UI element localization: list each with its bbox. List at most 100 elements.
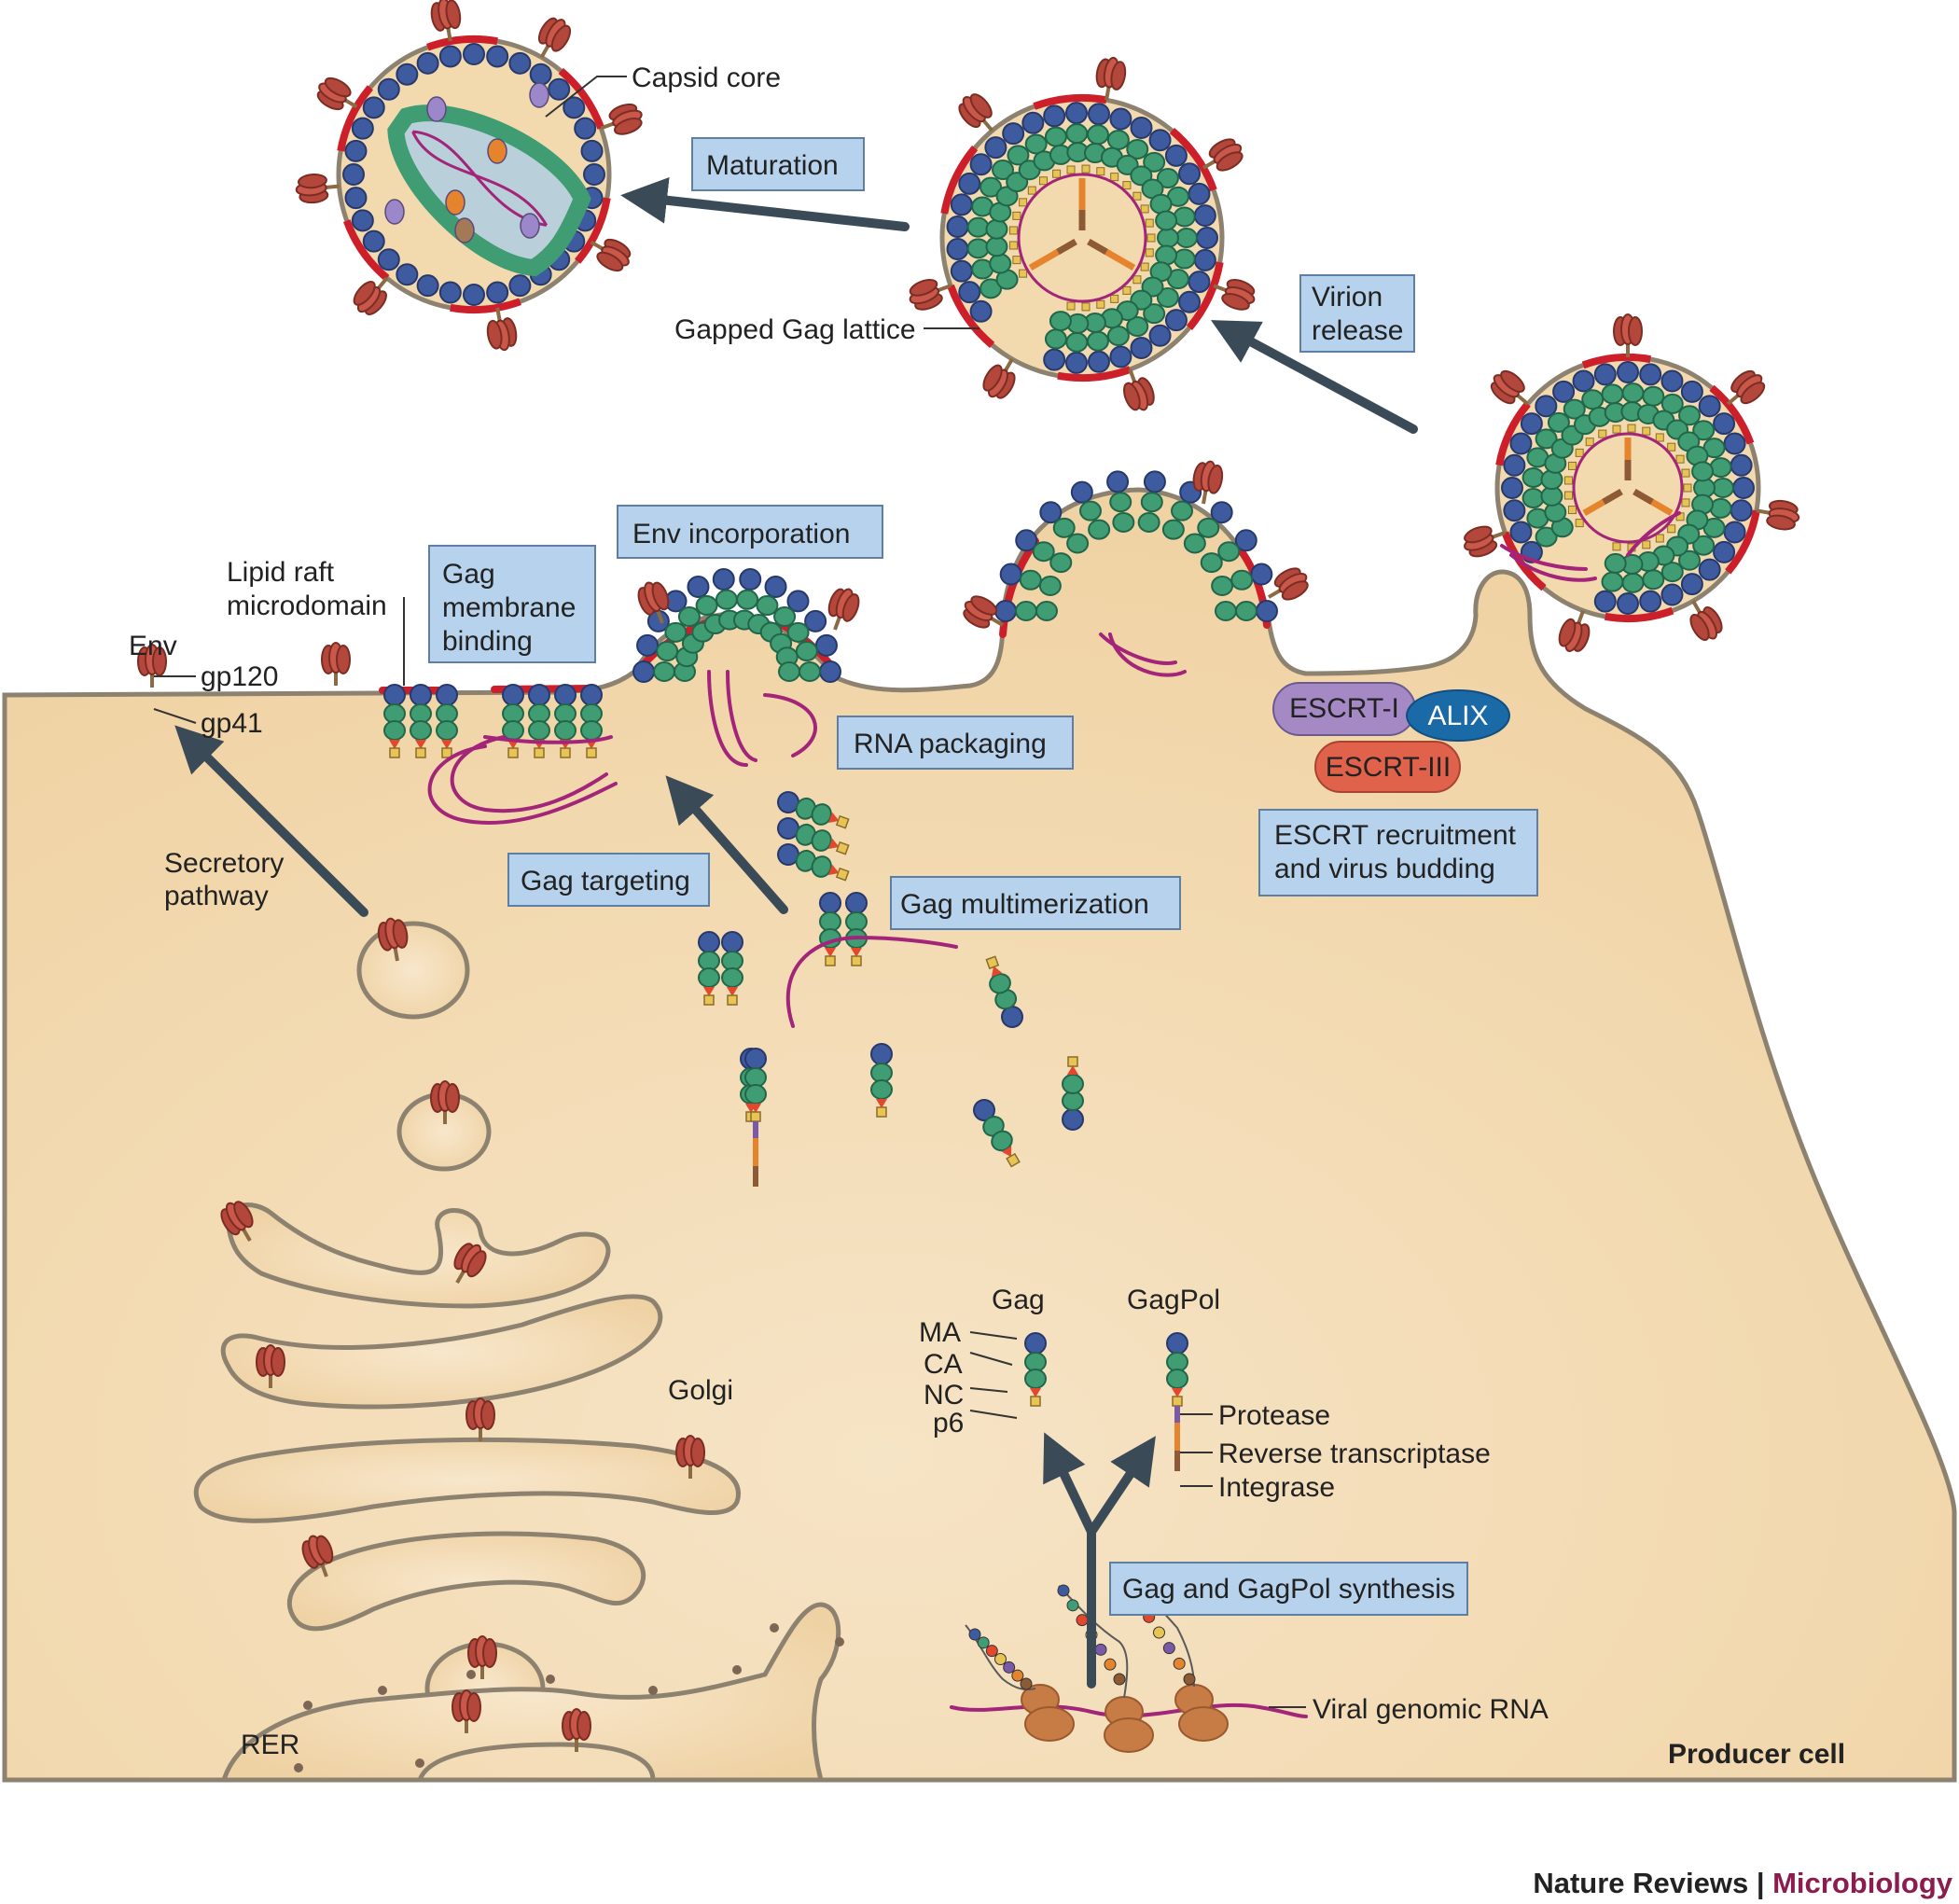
ca-domain: [715, 589, 738, 610]
ca-domain: [695, 595, 718, 617]
ca-domain: [1211, 575, 1234, 596]
ma-domain: [994, 600, 1017, 622]
env-spike: [637, 581, 670, 624]
ca-domain: [1038, 575, 1062, 596]
step-virion-release-2: release: [1312, 315, 1403, 346]
env-spike: [256, 1344, 285, 1388]
ca-domain: [1183, 533, 1206, 554]
leader-lines: [153, 76, 1306, 1708]
step-env-incorporation: Env incorporation: [632, 519, 850, 549]
nascent-bead: [1183, 1673, 1196, 1686]
ca-domain: [1112, 511, 1135, 533]
step-maturation: Maturation: [706, 150, 839, 181]
env-spike: [316, 76, 358, 111]
protease-label: Protease: [1218, 1400, 1330, 1431]
ca-domain: [1140, 492, 1163, 513]
env-spike: [1490, 369, 1530, 406]
box-gag-membrane-binding: [428, 545, 596, 663]
env-spike: [465, 1397, 495, 1441]
ca-domain: [656, 641, 679, 662]
gag-protein: [744, 1048, 767, 1187]
ca-domain: [653, 661, 675, 682]
env-spike: [137, 644, 167, 688]
ca-domain: [756, 595, 779, 617]
env-spike: [486, 307, 518, 352]
secretory-label-2: pathway: [164, 881, 269, 911]
gag-protein: [502, 684, 524, 758]
step-gag-membrane-2: membrane: [442, 592, 576, 623]
ma-domain: [814, 633, 838, 657]
ma-domain: [764, 576, 787, 599]
nascent-bead: [1153, 1626, 1165, 1639]
ma-domain: [804, 609, 827, 632]
env-spike: [827, 588, 860, 631]
step-escrt-2: and virus budding: [1274, 854, 1495, 884]
ca-domain: [1215, 601, 1237, 621]
env-spike: [1192, 460, 1224, 505]
env-spike: [600, 103, 643, 135]
ca-domain: [1088, 519, 1111, 540]
lipid-raft-label-1: Lipid raft: [227, 557, 335, 588]
secretory-label-1: Secretory: [164, 848, 284, 879]
env-spike: [1202, 138, 1243, 172]
step-gag-membrane-1: Gag: [442, 559, 495, 590]
ribosome-dots: [294, 1623, 844, 1772]
ma-domain: [1256, 600, 1278, 622]
env-spike: [982, 357, 1016, 399]
alix-label: ALIX: [1427, 701, 1488, 731]
nascent-bead: [1104, 1658, 1117, 1671]
nascent-bead: [994, 1653, 1007, 1665]
env-spike: [909, 279, 952, 311]
env-spike: [1213, 279, 1256, 311]
nascent-bead: [1066, 1599, 1079, 1612]
nascent-bead: [977, 1636, 990, 1649]
env-spike: [1268, 567, 1309, 601]
journal-name: Nature Reviews: [1533, 1867, 1748, 1899]
ca-domain: [1035, 601, 1058, 621]
escrt-iii-label: ESCRT-III: [1326, 752, 1451, 783]
nascent-bead: [1113, 1673, 1126, 1686]
box-maturation: [691, 137, 865, 191]
ca-domain: [1171, 500, 1194, 521]
gag-protein: [1024, 1332, 1047, 1407]
step-escrt-1: ESCRT recruitment: [1274, 820, 1517, 851]
gagpol-label: GagPol: [1127, 1285, 1220, 1315]
ca-domain: [1137, 511, 1160, 533]
gag-protein: [698, 931, 720, 1006]
ca-domain: [1235, 601, 1257, 621]
gag-protein: [528, 684, 550, 758]
ca-label: CA: [924, 1349, 963, 1380]
env-spike: [1464, 525, 1507, 558]
ma-domain: [636, 633, 660, 657]
env-spike: [675, 1435, 705, 1479]
env-glycoproteins: [137, 0, 1800, 1752]
env-spike: [1726, 369, 1766, 406]
ca-domain: [1032, 541, 1055, 563]
ma-domain: [712, 568, 735, 591]
gag-protein: [819, 892, 841, 966]
gag-protein: [973, 1099, 1021, 1168]
ca-domain: [1052, 517, 1076, 538]
gag-protein: [436, 684, 458, 758]
ma-domain: [1015, 529, 1038, 552]
env-spike: [1689, 600, 1723, 641]
env-spike: [562, 1708, 591, 1752]
nascent-bead: [985, 1645, 998, 1658]
nascent-bead: [1011, 1669, 1024, 1682]
ma-domain: [632, 660, 655, 683]
step-boxes: [428, 137, 1538, 1616]
gag-protein: [1062, 1056, 1084, 1131]
env-spike: [452, 1689, 481, 1733]
env-spike: [220, 1201, 254, 1242]
p6-label: p6: [933, 1408, 964, 1438]
step-gag-multimerization: Gag multimerization: [900, 889, 1149, 920]
ca-domain: [799, 661, 821, 682]
env-spike: [430, 0, 462, 42]
env-spike: [537, 17, 572, 59]
gag-protein: [870, 1043, 893, 1118]
env-spike: [1123, 368, 1155, 411]
ca-domain: [664, 621, 688, 643]
env-spike: [301, 1535, 334, 1577]
step-gag-targeting: Gag targeting: [521, 866, 690, 896]
integrase-label: Integrase: [1218, 1472, 1335, 1503]
